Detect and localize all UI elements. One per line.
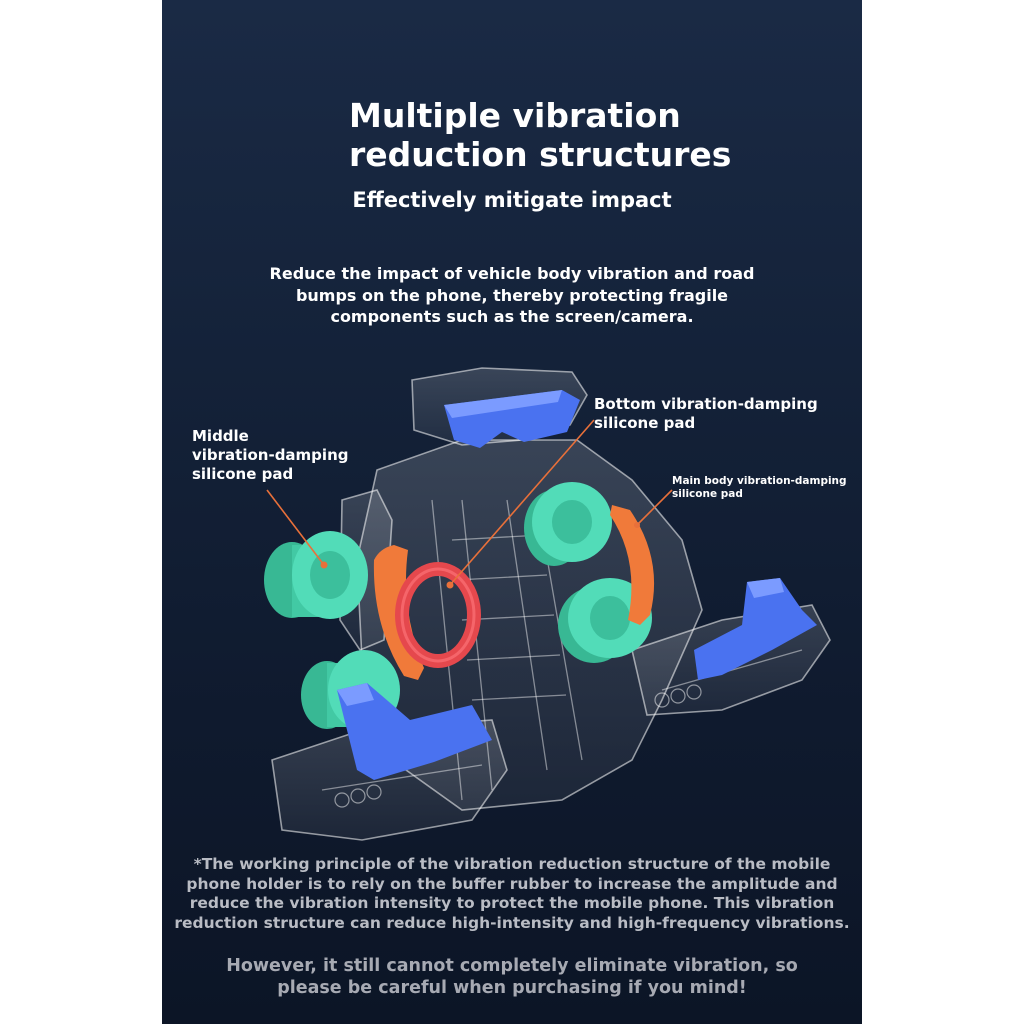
label-main-line-1: Main body vibration-damping: [672, 475, 847, 487]
description-line-2: bumps on the phone, thereby protecting f…: [295, 285, 729, 305]
footnote-line-1: *The working principle of the vibration …: [193, 855, 831, 873]
label-middle-line-2: vibration-damping: [192, 446, 349, 464]
page-subtitle: Effectively mitigate impact: [352, 188, 672, 212]
label-bottom-pad: Bottom vibration-damping silicone pad: [594, 395, 844, 433]
label-main-body-pad: Main body vibration-damping silicone pad: [672, 475, 862, 501]
green-pad-left: [264, 531, 368, 619]
label-middle-line-3: silicone pad: [192, 465, 294, 483]
red-ring: [395, 562, 481, 668]
orange-pad-right: [610, 505, 655, 625]
title-line-1: Multiple vibration: [349, 96, 681, 135]
green-pad-lower-right: [558, 578, 652, 663]
top-blue-clip: [444, 390, 580, 448]
page-title: Multiple vibration reduction structures: [349, 96, 769, 174]
label-middle-line-1: Middle: [192, 427, 249, 445]
label-bottom-line-2: silicone pad: [594, 414, 696, 432]
footnote-line-2: phone holder is to rely on the buffer ru…: [186, 874, 838, 893]
label-bottom-line-1: Bottom vibration-damping: [594, 395, 818, 413]
label-main-line-2: silicone pad: [672, 488, 743, 500]
purchase-warning: However, it still cannot completely elim…: [182, 955, 842, 999]
spring-coils: [334, 684, 702, 808]
footnote-line-4: reduction structure can reduce high-inte…: [174, 913, 850, 932]
leader-lines: [266, 419, 673, 586]
phone-holder-illustration: [264, 367, 831, 841]
description-line-1: Reduce the impact of vehicle body vibrat…: [269, 264, 755, 283]
bottom-left-blue-clip: [337, 683, 492, 780]
green-pad-upper-right: [524, 482, 612, 566]
description: Reduce the impact of vehicle body vibrat…: [242, 263, 782, 328]
warning-line-1: However, it still cannot completely elim…: [226, 956, 798, 976]
footnote-line-3: reduce the vibration intensity to protec…: [189, 894, 835, 912]
right-blue-clip: [694, 578, 817, 680]
description-line-3: components such as the screen/camera.: [330, 307, 694, 326]
leader-dots: [320, 522, 640, 589]
title-line-2: reduction structures: [349, 135, 732, 174]
footnote: *The working principle of the vibration …: [172, 855, 852, 933]
label-middle-pad: Middle vibration-damping silicone pad: [192, 427, 392, 484]
product-panel: Multiple vibration reduction structures …: [162, 0, 862, 1024]
warning-line-2: please be careful when purchasing if you…: [277, 978, 747, 998]
